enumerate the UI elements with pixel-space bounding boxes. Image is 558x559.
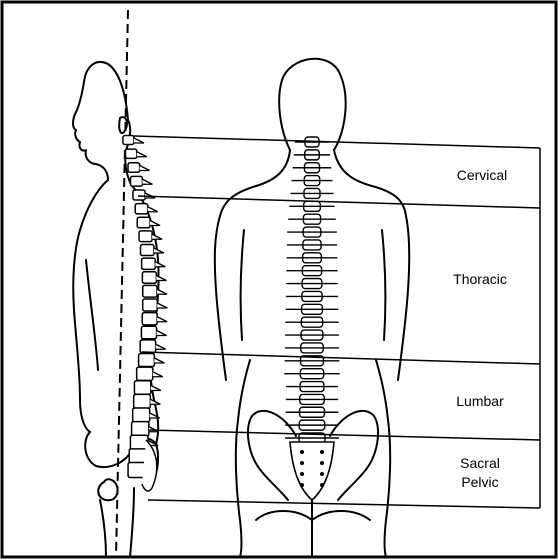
side-vertebra xyxy=(142,258,156,269)
spinous-process xyxy=(145,193,155,198)
side-leg-back xyxy=(130,488,134,557)
spinous-process xyxy=(148,207,158,212)
side-vertebra xyxy=(143,299,158,311)
side-vertebra xyxy=(137,367,153,380)
back-left-arm-inner xyxy=(241,230,244,340)
spinous-process xyxy=(157,289,167,294)
back-view-spine xyxy=(284,137,339,500)
side-vertebra xyxy=(141,326,156,339)
spinous-process xyxy=(157,303,167,308)
spinous-process xyxy=(157,331,167,336)
region-labels: Cervical Thoracic Lumbar Sacral Pelvic xyxy=(453,167,507,490)
side-vertebra xyxy=(137,217,150,228)
label-lumbar: Lumbar xyxy=(456,393,504,409)
spinous-process xyxy=(155,262,165,267)
side-vertebra xyxy=(143,285,157,297)
spinous-process xyxy=(152,234,162,239)
spinous-process xyxy=(153,372,163,377)
sacral-foramen xyxy=(300,461,304,465)
side-vertebra xyxy=(142,313,157,325)
label-pelvic: Pelvic xyxy=(461,474,498,490)
plumb-line xyxy=(116,10,128,557)
spinous-process xyxy=(140,166,150,171)
back-right-arm-inner xyxy=(382,230,385,340)
back-left-ilium xyxy=(248,411,296,500)
sacral-foramen xyxy=(300,450,304,454)
spinous-process xyxy=(156,276,166,281)
sacral-foramen xyxy=(320,450,324,454)
side-vertebra xyxy=(140,245,153,256)
spinous-process xyxy=(157,317,167,322)
spinous-process xyxy=(150,399,160,404)
cervical-bottom-line xyxy=(138,196,540,208)
spinous-process xyxy=(137,152,147,157)
side-vertebra xyxy=(125,149,136,158)
back-right-shoulder xyxy=(334,150,409,380)
spinous-process xyxy=(134,138,144,143)
side-vertebra xyxy=(128,163,140,173)
side-vertebra xyxy=(139,354,155,367)
spinous-process xyxy=(156,344,166,349)
side-arm xyxy=(86,260,98,370)
spinous-process xyxy=(150,413,160,418)
side-vertebra xyxy=(135,204,148,214)
side-view-spine xyxy=(123,136,167,491)
back-right-ilium xyxy=(330,411,378,500)
back-sacrum xyxy=(290,442,334,500)
side-vertebra xyxy=(123,136,134,145)
side-vertebra xyxy=(142,272,156,284)
sacral-foramen xyxy=(320,472,324,476)
label-thoracic: Thoracic xyxy=(453,271,507,287)
side-vertebra xyxy=(139,231,152,242)
spinous-process xyxy=(150,221,160,226)
spinous-process xyxy=(154,358,164,363)
back-left-shoulder xyxy=(215,150,290,380)
back-left-waist xyxy=(236,360,250,557)
side-leg-front xyxy=(100,500,106,557)
side-vertebra xyxy=(134,394,151,408)
sacral-foramen xyxy=(300,472,304,476)
side-vertebra xyxy=(133,408,150,422)
spinous-process xyxy=(142,179,152,184)
lumbar-bottom-line xyxy=(148,430,540,440)
lumbar-top-line xyxy=(142,352,540,364)
side-vertebra xyxy=(131,176,143,186)
back-right-waist xyxy=(376,360,390,557)
side-femur-head xyxy=(98,479,117,500)
sacral-foramen xyxy=(320,483,324,487)
side-vertebra xyxy=(140,340,156,353)
spinous-process xyxy=(151,386,161,391)
sacral-bottom-line xyxy=(148,500,540,508)
side-vertebra xyxy=(132,422,149,436)
label-cervical: Cervical xyxy=(457,167,508,183)
sacral-foramen xyxy=(300,483,304,487)
side-vertebra xyxy=(134,381,150,395)
spinous-process xyxy=(154,248,164,253)
side-vertebra xyxy=(133,190,145,200)
label-sacral: Sacral xyxy=(460,455,500,471)
sacral-foramen xyxy=(320,461,324,465)
